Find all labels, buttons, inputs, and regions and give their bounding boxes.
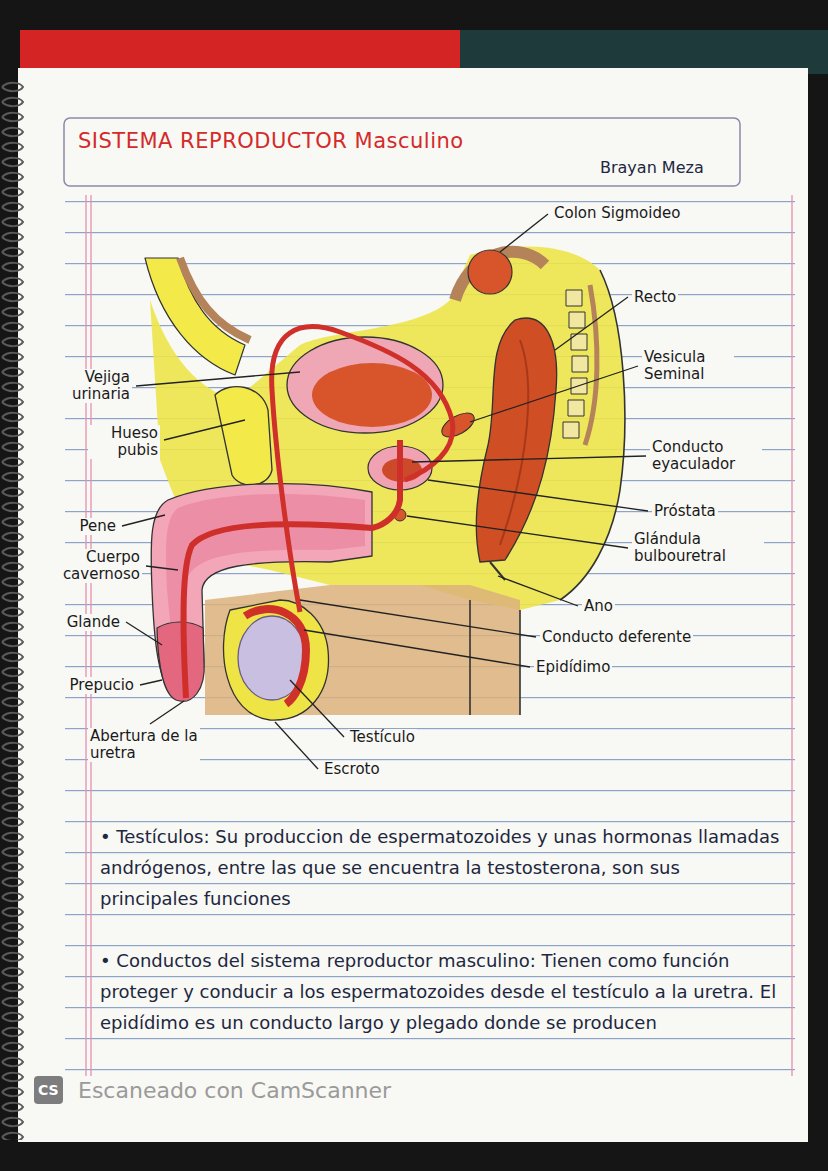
body-outline: [470, 270, 625, 715]
leader-line: [164, 420, 245, 440]
leader-line: [304, 630, 530, 667]
leader-line: [412, 456, 646, 462]
part-label: Pene: [78, 518, 118, 535]
part-label: Cuerpo cavernoso: [50, 549, 142, 583]
label-slot: Abertura de la uretra: [88, 728, 200, 762]
title-slot: SISTEMA REPRODUCTOR Masculino: [78, 128, 464, 154]
epididymis: [245, 609, 306, 704]
note-paragraph: • Conductos del sistema reproductor masc…: [100, 945, 782, 1038]
label-slot: Escroto: [322, 761, 382, 778]
bladder-inner: [312, 363, 432, 427]
spiral-binding: [0, 80, 27, 1140]
abdominal-band: [180, 258, 250, 340]
title-box: [64, 118, 740, 186]
seminal-vesicle: [438, 408, 478, 442]
scrotum: [223, 600, 328, 720]
vertebra: [569, 312, 585, 328]
label-slot: Ano: [582, 598, 615, 615]
label-slot: Recto: [632, 289, 678, 306]
part-label: Recto: [632, 289, 678, 306]
leader-line: [555, 297, 628, 350]
leader-line: [122, 515, 165, 526]
notebook-cover: [460, 30, 828, 74]
label-slot: Conducto deferente: [540, 629, 693, 646]
label-slot: Vesicula Seminal: [642, 349, 734, 383]
part-label: Glande: [65, 614, 122, 631]
label-slot: Colon Sigmoideo: [552, 205, 682, 222]
label-slot: Brayan Meza: [600, 158, 704, 178]
label-slot: Próstata: [652, 503, 718, 520]
part-label: Glándula bulbouretral: [632, 531, 764, 565]
notebook-page: [18, 68, 808, 1142]
label-slot: • Testículos: Su produccion de espermato…: [100, 821, 782, 914]
abdominal-wall: [145, 258, 245, 375]
part-label: Hueso pubis: [88, 425, 160, 459]
leader-line: [498, 576, 578, 606]
part-label: Colon Sigmoideo: [552, 205, 682, 222]
notebook-cover: [20, 30, 460, 74]
anatomy-drawing: [145, 247, 625, 721]
part-label: Escroto: [322, 761, 382, 778]
label-slot: CS: [34, 1076, 63, 1104]
leader-line: [126, 622, 162, 645]
part-label: Epidídimo: [534, 659, 612, 676]
label-slot: Glande: [65, 614, 122, 631]
author-name: Brayan Meza: [600, 158, 704, 178]
leader-line: [150, 701, 184, 724]
label-slot: Glándula bulbouretral: [632, 531, 764, 565]
label-slot: Epidídimo: [534, 659, 612, 676]
part-label: Próstata: [652, 503, 718, 520]
label-slot: Conducto eyaculador: [650, 439, 762, 473]
part-label: Ano: [582, 598, 615, 615]
note-paragraph: • Testículos: Su produccion de espermato…: [100, 821, 782, 914]
part-label: Conducto eyaculador: [650, 439, 762, 473]
label-slot: Cuerpo cavernoso: [50, 549, 142, 583]
rectum: [476, 318, 556, 562]
glans: [157, 622, 204, 701]
label-slot: Vejiga urinaria: [52, 369, 132, 403]
label-slot: Escaneado con CamScanner: [78, 1077, 391, 1105]
label-slot: Hueso pubis: [88, 425, 160, 459]
part-label: Vejiga urinaria: [52, 369, 132, 403]
leader-line: [407, 516, 628, 548]
vertebra: [568, 400, 584, 416]
leader-line: [300, 600, 536, 637]
leader-line: [470, 366, 638, 422]
leader-lines: [122, 214, 648, 769]
label-slot: Testículo: [348, 729, 417, 746]
part-label: Conducto deferente: [540, 629, 693, 646]
bladder: [287, 337, 443, 433]
leader-line: [428, 480, 648, 511]
label-slot: • Conductos del sistema reproductor masc…: [100, 945, 782, 1038]
ruled-lines: [65, 201, 795, 1071]
margin-line: [791, 195, 792, 1076]
vertebra: [572, 356, 588, 372]
leader-line: [275, 722, 318, 769]
part-label: Abertura de la uretra: [88, 728, 200, 762]
part-label: Testículo: [348, 729, 417, 746]
spinal-canal: [585, 285, 597, 445]
leader-line: [140, 680, 162, 685]
rectum-wall: [500, 340, 528, 545]
vertebra: [563, 422, 579, 438]
sigmoid-colon: [468, 250, 512, 294]
watermark-text: Escaneado con CamScanner: [78, 1077, 391, 1105]
margin-line: [85, 195, 86, 1076]
leader-line: [290, 680, 344, 737]
label-slot: Prepucio: [68, 677, 136, 694]
label-slot: Pene: [78, 518, 118, 535]
watermark-logo: CS: [34, 1076, 63, 1104]
leader-line: [500, 214, 548, 252]
pubic-bone: [215, 387, 272, 485]
part-label: Prepucio: [68, 677, 136, 694]
leader-line: [146, 566, 178, 570]
vas-deferens: [272, 327, 453, 612]
vertebra: [566, 290, 582, 306]
page-title: SISTEMA REPRODUCTOR Masculino: [78, 128, 464, 154]
margin-line: [90, 195, 91, 1076]
part-label: Vesicula Seminal: [642, 349, 734, 383]
leader-line: [136, 372, 300, 386]
